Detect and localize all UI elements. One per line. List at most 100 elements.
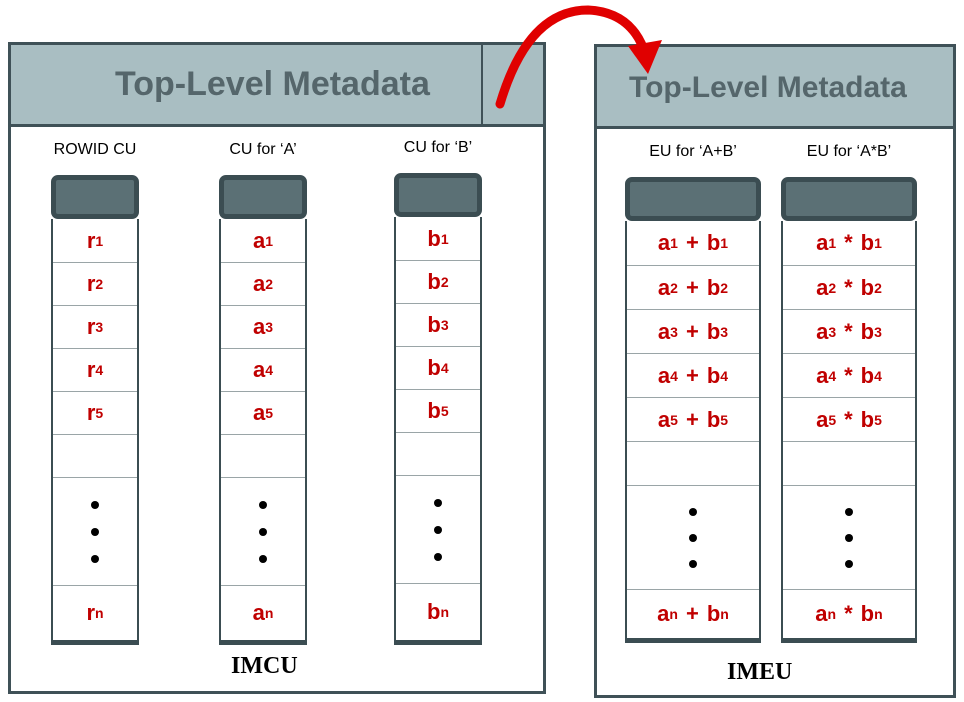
- cell-operator: *: [844, 274, 853, 300]
- cell-operator: +: [685, 362, 699, 388]
- cell-operator: *: [844, 406, 853, 432]
- ellipsis-dot: [91, 528, 99, 536]
- cell-right: b: [860, 274, 875, 300]
- ellipsis-cell: [627, 485, 759, 589]
- vertical-ellipsis-icon: [689, 486, 697, 590]
- column-cap-header: [51, 175, 139, 219]
- cell-operator: *: [844, 601, 853, 626]
- cell-right: b: [706, 274, 721, 300]
- ellipsis-dot: [259, 501, 267, 509]
- cell-subscript: 4: [440, 360, 449, 376]
- column-cap-header: [625, 177, 761, 221]
- column-cap-header: [394, 173, 482, 217]
- cell-right-subscript: 2: [720, 279, 729, 296]
- cell-subscript: n: [264, 605, 274, 621]
- ellipsis-dot: [434, 553, 442, 561]
- cell-left-subscript: 5: [670, 411, 678, 428]
- cell-subscript: n: [95, 605, 104, 621]
- cell-value: b: [427, 312, 441, 337]
- cell-subscript: 1: [95, 232, 104, 249]
- cell-value: a: [252, 600, 265, 625]
- cell-value: a: [252, 227, 266, 253]
- cell-right: b: [860, 362, 875, 388]
- cell-right-subscript: 3: [720, 323, 729, 340]
- cell-left: a: [816, 362, 829, 388]
- cell-right-subscript: n: [720, 606, 729, 622]
- cell-left-subscript: 3: [670, 323, 678, 340]
- empty-cell: [53, 434, 137, 477]
- cell-operator: +: [685, 230, 699, 255]
- cell-right-subscript: 2: [874, 279, 882, 296]
- cell-value: r: [86, 314, 96, 339]
- cell-left: a: [815, 601, 828, 626]
- cell-value: b: [427, 225, 441, 251]
- cell-right-subscript: 1: [874, 235, 882, 251]
- cell-right: b: [860, 406, 875, 432]
- imeu-header: Top-Level Metadata: [597, 47, 953, 129]
- cell-left: a: [657, 230, 671, 255]
- cell-right: b: [706, 362, 721, 388]
- vertical-ellipsis-icon: [434, 476, 442, 584]
- ellipsis-cell: [53, 477, 137, 585]
- cell-value: b: [427, 398, 441, 423]
- imeu-column-header: EU for ‘A*B’: [806, 143, 892, 160]
- imcu-header-divider: [481, 45, 483, 124]
- cell-value: a: [252, 357, 266, 382]
- cell-subscript: 2: [95, 276, 104, 292]
- cell-left: a: [657, 362, 671, 388]
- ellipsis-dot: [689, 508, 697, 516]
- imeu-footer-label: IMEU: [727, 659, 793, 685]
- imeu-header-title: Top-Level Metadata: [629, 71, 907, 104]
- cell-left: a: [816, 406, 829, 432]
- empty-cell: [396, 432, 480, 475]
- imcu-column-header: CU for ‘B’: [403, 139, 473, 156]
- cell-operator: +: [685, 318, 699, 344]
- cell-value: b: [426, 599, 441, 624]
- cell-right-subscript: 4: [720, 367, 729, 384]
- cell-left: a: [816, 318, 829, 344]
- cell-value: b: [427, 355, 441, 380]
- cell-right-subscript: 4: [874, 367, 882, 384]
- empty-cell: [221, 434, 305, 477]
- cell-left: a: [816, 230, 829, 255]
- cell-value: r: [86, 357, 96, 382]
- cell-operator: +: [685, 406, 699, 432]
- cell-left-subscript: 3: [828, 323, 837, 340]
- cell-value: r: [86, 400, 96, 425]
- cell-left: a: [657, 274, 671, 300]
- cell-left-subscript: n: [669, 606, 678, 622]
- vertical-ellipsis-icon: [91, 478, 99, 586]
- cell-subscript: 2: [440, 274, 449, 290]
- cell-operator: *: [844, 230, 853, 255]
- imcu-header-title: Top-Level Metadata: [115, 65, 430, 103]
- ellipsis-dot: [689, 534, 697, 542]
- cell-subscript: 1: [265, 232, 274, 249]
- cell-right-subscript: 5: [720, 411, 729, 428]
- cell-left-subscript: n: [827, 606, 837, 622]
- vertical-ellipsis-icon: [259, 478, 267, 586]
- cell-subscript: 4: [265, 362, 274, 378]
